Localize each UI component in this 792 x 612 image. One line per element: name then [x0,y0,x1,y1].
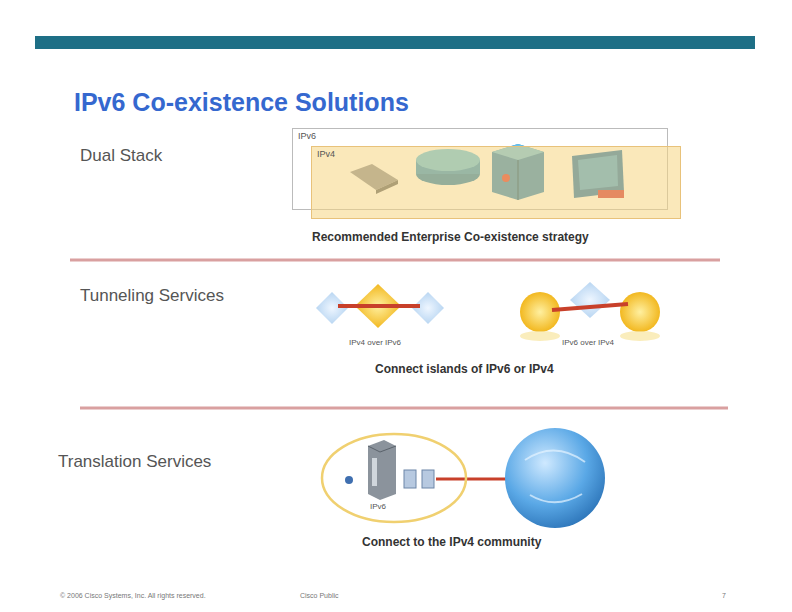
slide-title: IPv6 Co-existence Solutions [74,88,409,117]
translation-oval: IPv6 [320,432,468,524]
link-line [436,478,506,481]
header-bar [35,36,755,49]
stack-box: IPv4 [311,146,681,219]
section-heading: Tunneling Services [80,286,224,306]
caption: Connect islands of IPv6 or IPv4 [375,362,554,376]
node-label: IPv6 [370,502,386,511]
node-label: IPv4 [317,149,335,159]
caption: Connect to the IPv4 community [362,535,541,549]
stack-box: IPv6IPv4 [292,128,668,210]
section-heading: Dual Stack [80,146,162,166]
tunnel-icon [520,282,660,341]
server-icon [368,440,396,500]
section-heading: Translation Services [58,452,211,472]
icon-label: IPv6 over IPv4 [562,338,614,347]
footer-text: © 2006 Cisco Systems, Inc. All rights re… [60,592,206,599]
tunnel-icon [316,284,444,328]
internet-globe [505,428,605,528]
divider [70,259,720,262]
translator-icon [345,470,434,488]
footer-text: Cisco Public [300,592,339,599]
caption: Recommended Enterprise Co-existence stra… [312,230,589,244]
page-number: 7 [722,592,726,599]
oval-outline [320,432,468,524]
icon-label: IPv4 over IPv6 [349,338,401,347]
divider [80,407,728,410]
node-label: IPv6 [298,131,316,141]
